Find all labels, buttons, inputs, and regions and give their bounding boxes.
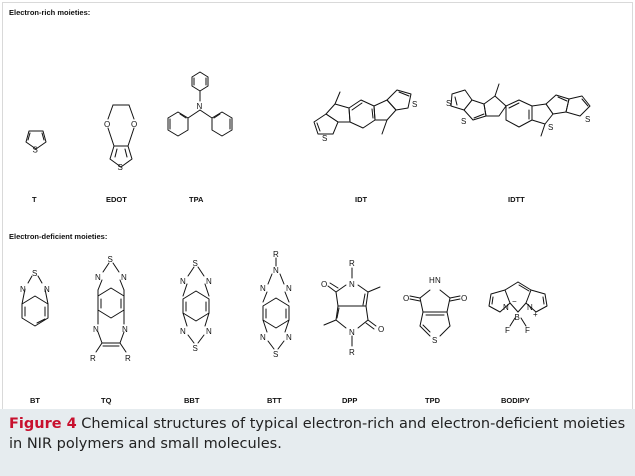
caption-text: Figure 4 Chemical structures of typical … <box>9 414 627 454</box>
figure-caption: Figure 4 Chemical structures of typical … <box>0 409 635 476</box>
atom-r: R <box>349 348 355 357</box>
caption-label: Figure 4 <box>9 416 77 432</box>
label-t: T <box>32 195 37 204</box>
atom-o: O <box>104 120 110 129</box>
label-edot: EDOT <box>106 195 127 204</box>
atom-r: R <box>273 250 279 259</box>
structure-btt: R N N N N N S <box>260 250 292 359</box>
atom-s: S <box>548 123 553 132</box>
label-idtt: IDTT <box>508 195 525 204</box>
structure-dpp: R N O O N R <box>321 259 384 357</box>
atom-n: N <box>349 328 355 337</box>
atom-n: N <box>206 327 212 336</box>
structure-idt: S S <box>313 89 417 143</box>
atom-s: S <box>118 163 123 172</box>
atom-r: R <box>349 259 355 268</box>
label-tpd: TPD <box>425 396 441 405</box>
label-bodipy: BODIPY <box>501 396 530 405</box>
atom-b: B <box>515 313 520 322</box>
atom-n: N <box>122 325 128 334</box>
atom-n: N <box>435 276 441 285</box>
structure-bbt: S N N N N S <box>180 259 212 353</box>
caption-body: Chemical structures of typical electron-… <box>9 416 626 452</box>
electron-deficient-heading: Electron-deficient moieties: <box>9 232 108 241</box>
structure-edot: O O S <box>104 104 137 172</box>
atom-o: O <box>461 294 467 303</box>
atom-n: N <box>95 273 101 282</box>
atom-n: N <box>93 325 99 334</box>
structure-tq: S N N N N R R <box>90 255 131 363</box>
atom-n: N <box>286 333 292 342</box>
charge-plus: + <box>533 310 538 319</box>
atom-n: N <box>503 303 509 312</box>
atom-s: S <box>193 259 198 268</box>
atom-s: S <box>32 269 37 278</box>
atom-n: N <box>349 280 355 289</box>
atom-n: N <box>273 266 279 275</box>
atom-s: S <box>432 336 437 345</box>
structure-idtt: S S S S <box>446 83 591 137</box>
atom-n: N <box>286 284 292 293</box>
label-tpa: TPA <box>189 195 204 204</box>
atom-r: R <box>90 354 96 363</box>
structures-panel <box>2 2 633 410</box>
atom-n: N <box>180 327 186 336</box>
atom-o: O <box>321 280 327 289</box>
atom-s: S <box>108 255 113 264</box>
label-bt: BT <box>30 396 40 405</box>
atom-n: N <box>121 273 127 282</box>
atom-h: H <box>429 276 435 285</box>
atom-f: F <box>505 326 510 335</box>
atom-n: N <box>527 303 533 312</box>
structure-bt: N N S <box>20 269 50 327</box>
atom-s: S <box>33 146 38 155</box>
atom-s: S <box>322 134 327 143</box>
label-btt: BTT <box>267 396 282 405</box>
charge-minus: − <box>512 297 517 306</box>
atom-o: O <box>403 294 409 303</box>
label-idt: IDT <box>355 195 368 204</box>
atom-f: F <box>525 326 530 335</box>
atom-n: N <box>197 102 203 111</box>
atom-n: N <box>260 333 266 342</box>
structure-bodipy: N N B − + F F <box>488 281 548 335</box>
atom-n: N <box>260 284 266 293</box>
atom-r: R <box>125 354 131 363</box>
label-bbt: BBT <box>184 396 200 405</box>
structure-tpd: H N O O S <box>403 276 467 345</box>
electron-rich-heading: Electron-rich moieties: <box>9 8 91 17</box>
atom-n: N <box>180 277 186 286</box>
structure-tpa: N <box>167 71 233 137</box>
atom-s: S <box>412 100 417 109</box>
atom-o: O <box>131 120 137 129</box>
atom-n: N <box>206 277 212 286</box>
atom-s: S <box>193 344 198 353</box>
atom-s: S <box>273 350 278 359</box>
label-tq: TQ <box>101 396 112 405</box>
label-dpp: DPP <box>342 396 357 405</box>
atom-s: S <box>585 115 590 124</box>
atom-o: O <box>378 325 384 334</box>
atom-n: N <box>20 285 26 294</box>
structure-t: S <box>25 130 47 155</box>
atom-n: N <box>44 285 50 294</box>
atom-s: S <box>446 99 451 108</box>
chemical-structures: S T O O S EDOT <box>20 71 591 405</box>
atom-s: S <box>461 117 466 126</box>
